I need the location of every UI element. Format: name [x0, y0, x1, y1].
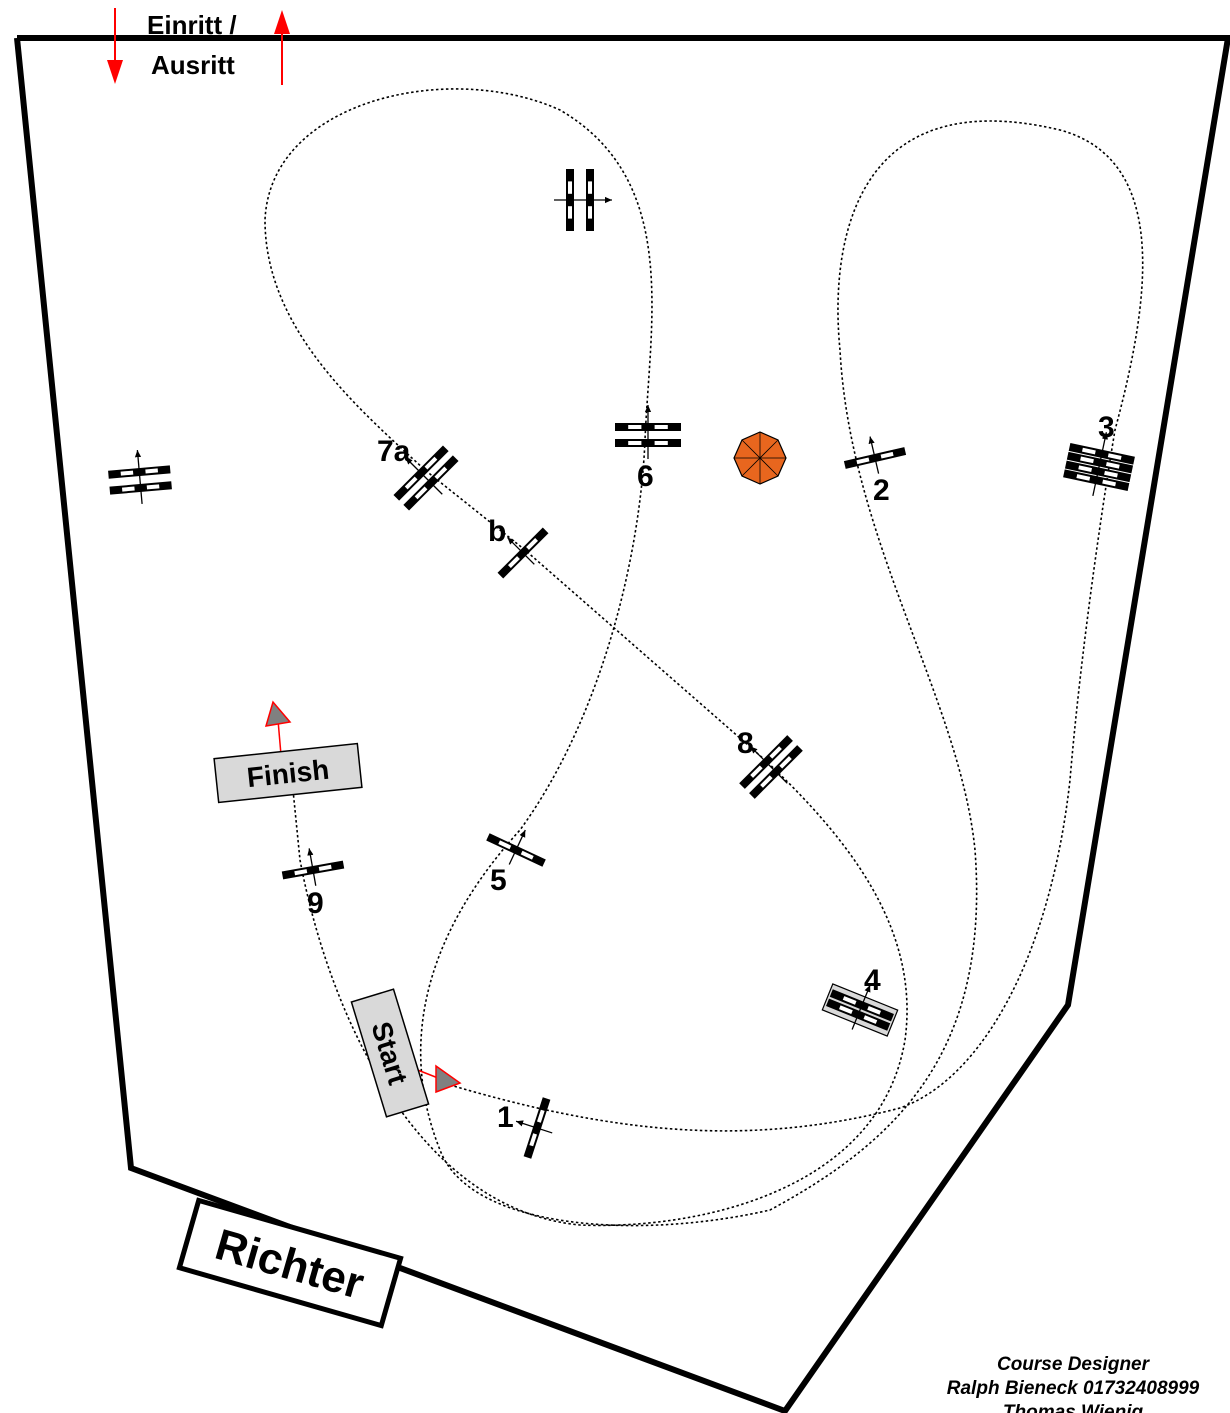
entrance-label-line2: Ausritt: [151, 50, 235, 80]
obstacle-7b-label: b: [488, 515, 506, 548]
credits-designer-2: Thomas Wienig: [1003, 1402, 1144, 1413]
obstacle-6-label: 6: [637, 460, 654, 493]
direction-arrow-icon: [134, 450, 143, 504]
obstacle-5: [486, 829, 546, 867]
obstacle-3-label: 3: [1098, 411, 1115, 444]
obstacle-2: [843, 436, 907, 474]
obstacle-6: [615, 405, 681, 459]
obstacles: [108, 169, 1135, 1159]
down-arrow-icon-head: [107, 60, 123, 84]
obstacle-extra-top: [554, 169, 612, 231]
judge-box: Richter: [176, 1197, 404, 1329]
obstacle-2-label: 2: [873, 474, 890, 507]
obstacle-5-label: 5: [490, 864, 507, 897]
direction-arrow-icon: [750, 746, 788, 784]
obstacle-9: [281, 848, 345, 886]
obstacle-1-label: 1: [497, 1101, 514, 1134]
obstacle-4-label: 4: [864, 964, 881, 997]
obstacle-7b: [497, 527, 549, 579]
start-marker-icon: [435, 1064, 462, 1094]
obstacle-8: [739, 735, 803, 799]
course-route: [264, 88, 1144, 1227]
finish-marker-icon: [264, 700, 292, 727]
direction-arrow-icon: [307, 848, 317, 886]
obstacle-1: [515, 1097, 553, 1159]
direction-arrow-icon: [508, 829, 526, 865]
obstacle-8-label: 8: [737, 727, 754, 760]
entrance-label-line1: Einritt /: [147, 10, 237, 40]
direction-arrow-icon: [851, 984, 871, 1030]
umbrella-icon: [733, 431, 787, 485]
start-sign: Start: [350, 988, 462, 1118]
direction-arrow-icon: [868, 436, 880, 474]
credits-title: Course Designer: [997, 1354, 1151, 1375]
obstacle-4: [821, 983, 899, 1037]
entrance-marker: Einritt / Ausritt: [107, 8, 290, 85]
direction-arrow-icon: [506, 536, 535, 565]
credits-designer-1: Ralph Bieneck 01732408999: [947, 1378, 1200, 1399]
obstacle-7a: [393, 445, 459, 511]
obstacle-3: [1063, 432, 1135, 496]
obstacle-9-label: 9: [307, 887, 324, 920]
obstacle-7a-label: 7a: [377, 435, 411, 468]
obstacle-extra-left: [108, 450, 172, 504]
direction-arrow-icon: [405, 457, 443, 495]
finish-sign: Finish: [213, 700, 363, 804]
up-arrow-icon-head: [274, 10, 290, 34]
direction-arrow-icon: [515, 1120, 553, 1134]
direction-arrow-icon: [1092, 432, 1108, 496]
arena-border: [14, 35, 1230, 1413]
